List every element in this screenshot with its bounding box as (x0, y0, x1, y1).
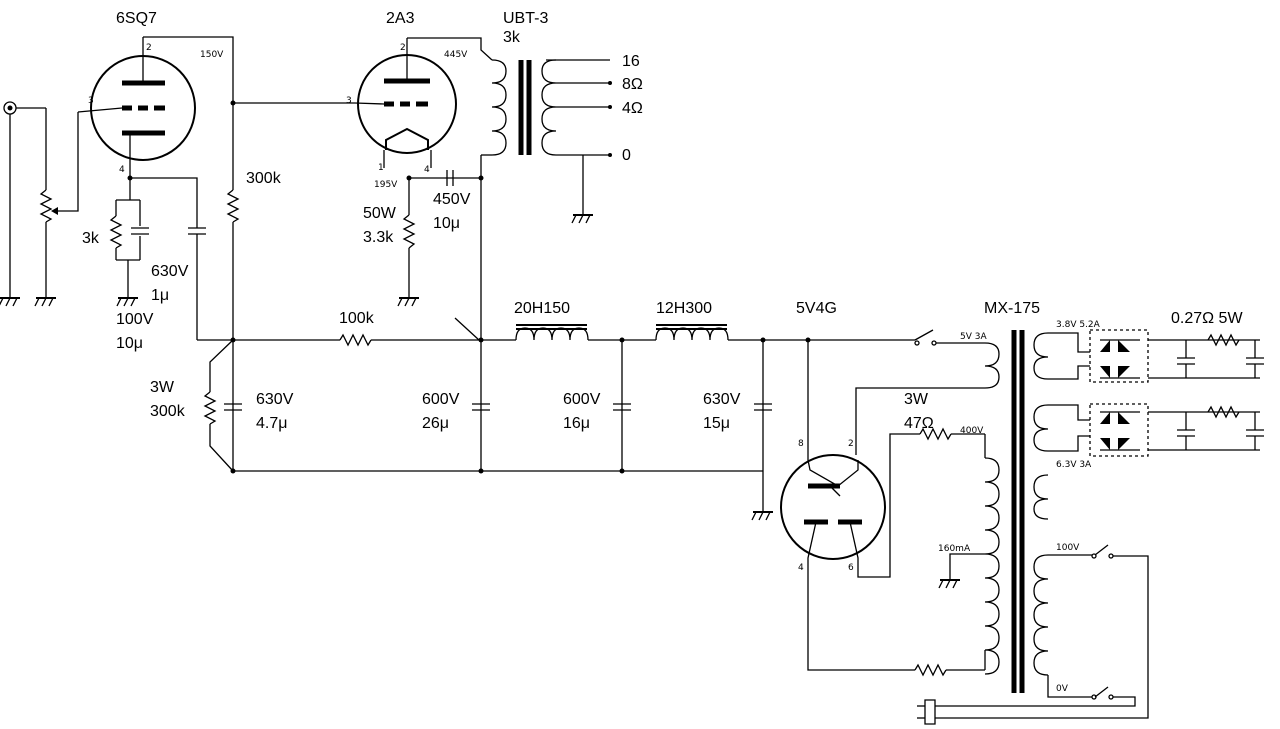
voltage-label: 400V (960, 426, 984, 436)
pin-label: 6 (848, 563, 854, 573)
pin-label: 1 (378, 163, 384, 173)
label-1u: 1μ (151, 287, 169, 304)
tube-2a3 (354, 38, 457, 168)
tube-2a3-label: 2A3 (386, 10, 415, 27)
voltage-label: 6.3V 3A (1056, 460, 1092, 470)
bridge-rectifier-1 (1089, 329, 1260, 383)
choke-20h (515, 324, 656, 341)
label-4.7u: 4.7μ (256, 415, 287, 432)
label-15u: 15μ (703, 415, 730, 432)
pin-label: 4 (798, 563, 804, 573)
label-600v: 600V (422, 391, 460, 408)
opt-impedance: 3k (503, 29, 521, 46)
label-300k: 300k (150, 403, 186, 420)
label-3k: 3k (82, 230, 100, 247)
voltage-label: 445V (444, 50, 468, 60)
primary-winding (917, 544, 1149, 725)
tap-8: 8Ω (622, 76, 643, 93)
pin-label: 8 (798, 439, 804, 449)
tube-6sq7-label: 6SQ7 (116, 10, 157, 27)
power-transformer (1011, 330, 1025, 693)
tube-5v4g-label: 5V4G (796, 300, 837, 317)
2a3-cathode-network (397, 170, 481, 307)
coupling-capacitor (188, 227, 233, 341)
rectifier-resistor (919, 427, 985, 441)
pin-label: 3 (346, 96, 352, 106)
b-plus-line (233, 317, 516, 347)
label-3w: 3W (904, 391, 929, 408)
label-600v: 600V (563, 391, 601, 408)
pin-label: 4 (119, 165, 125, 175)
tube-6sq7 (77, 37, 196, 178)
filament-filter-1 (1177, 333, 1264, 378)
cathode-network-6sq7 (109, 175, 198, 307)
hv-winding (938, 434, 1000, 675)
label-450v: 450V (433, 191, 471, 208)
plate-to-opt-wire (407, 37, 493, 471)
voltage-label: 150V (200, 50, 224, 60)
label-47: 47Ω (904, 415, 934, 432)
filament-6.3v-winding (1033, 404, 1090, 520)
tap-4: 4Ω (622, 100, 643, 117)
choke2-label: 12H300 (656, 300, 712, 317)
rect-bottom-resistor (914, 663, 985, 677)
label-630v: 630V (151, 263, 189, 280)
bridge-rectifier-2 (1089, 403, 1260, 457)
label-100v: 100V (116, 311, 154, 328)
voltage-label: 3.8V 5.2A (1056, 320, 1101, 330)
label-50w: 50W (363, 205, 397, 222)
label-630v: 630V (256, 391, 294, 408)
pin-label: 2 (400, 43, 406, 53)
label-630v: 630V (703, 391, 741, 408)
bleeder-resistor (203, 339, 234, 472)
choke-12h (655, 324, 915, 341)
voltage-label: 195V (374, 180, 398, 190)
label-0.27ohm: 0.27Ω 5W (1171, 310, 1243, 327)
pot-ground (34, 297, 56, 307)
tap-0: 0 (622, 147, 631, 164)
junction (230, 100, 236, 106)
filter-cap-4.7u (224, 403, 242, 411)
label-26u: 26μ (422, 415, 449, 432)
pin-label: 3 (88, 96, 94, 106)
tube-5v4g (780, 340, 985, 671)
input-ground-1 (0, 297, 20, 307)
pt-label: MX-175 (984, 300, 1040, 317)
filter-caps (472, 340, 773, 521)
plate-resistor-300k (143, 36, 240, 471)
pin-label: 2 (848, 439, 854, 449)
pin-label: 4 (424, 165, 430, 175)
voltage-label: 5V 3A (960, 332, 987, 342)
5v-winding (914, 329, 1000, 389)
volume-potentiometer (39, 108, 79, 298)
current-label: 160mA (938, 544, 971, 554)
voltage-label: 0V (1056, 684, 1069, 694)
label-3w: 3W (150, 379, 175, 396)
junction (619, 468, 625, 474)
label-16u: 16μ (563, 415, 590, 432)
tap-16: 16 (622, 53, 640, 70)
filament-3.8v-winding (1033, 332, 1090, 380)
output-transformer (481, 59, 612, 224)
label-10u: 10μ (433, 215, 460, 232)
label-300k: 300k (246, 170, 282, 187)
junction (478, 468, 484, 474)
label-3.3k: 3.3k (363, 229, 394, 246)
input-jack (3, 101, 46, 298)
pin-label: 2 (146, 43, 152, 53)
label-10u: 10μ (116, 335, 143, 352)
voltage-label: 100V (1056, 543, 1080, 553)
label-100k: 100k (339, 310, 375, 327)
opt-name: UBT-3 (503, 10, 548, 27)
choke1-label: 20H150 (514, 300, 570, 317)
filament-filter-2 (1177, 405, 1264, 450)
